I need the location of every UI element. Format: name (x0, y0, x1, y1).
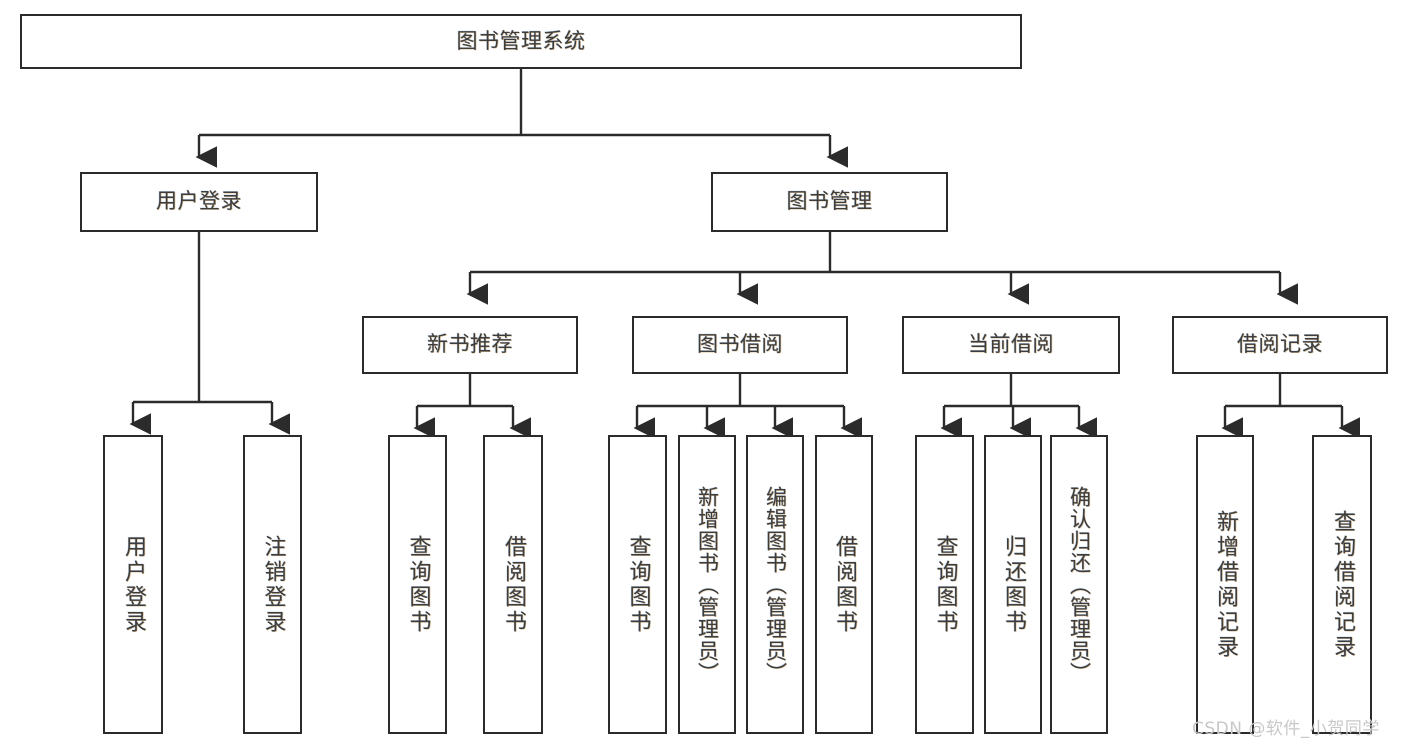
node-borrow-record[interactable]: 借阅记录 (1172, 316, 1388, 374)
node-leaf-add-book-label: 新增图书（管理员） (695, 485, 720, 684)
node-book-manage[interactable]: 图书管理 (711, 172, 948, 232)
node-leaf-query-book-rec-label: 查询图书 (405, 534, 431, 635)
node-leaf-edit-book[interactable]: 编辑图书（管理员） (746, 435, 804, 734)
node-leaf-return-book[interactable]: 归还图书 (984, 435, 1042, 734)
node-root-label: 图书管理系统 (456, 28, 586, 53)
node-book-manage-label: 图书管理 (786, 189, 873, 214)
node-leaf-user-login-label: 用户登录 (121, 534, 146, 635)
node-book-borrow[interactable]: 图书借阅 (632, 316, 848, 374)
node-leaf-borrow-book-bb-label: 借阅图书 (832, 534, 857, 635)
node-user-login[interactable]: 用户登录 (80, 172, 318, 232)
node-leaf-add-record-label: 新增借阅记录 (1213, 509, 1238, 660)
node-leaf-query-record[interactable]: 查询借阅记录 (1312, 435, 1372, 734)
node-leaf-user-login[interactable]: 用户登录 (103, 435, 163, 734)
node-leaf-return-book-label: 归还图书 (1001, 534, 1026, 635)
node-user-login-label: 用户登录 (156, 189, 242, 214)
node-leaf-query-book-cb-label: 查询图书 (932, 534, 958, 635)
node-leaf-confirm-return-label: 确认归还（管理员） (1067, 485, 1092, 684)
node-leaf-borrow-book-bb[interactable]: 借阅图书 (815, 435, 873, 734)
node-leaf-query-book-rec[interactable]: 查询图书 (388, 435, 447, 734)
node-leaf-add-record[interactable]: 新增借阅记录 (1196, 435, 1254, 734)
node-new-book-rec[interactable]: 新书推荐 (362, 316, 578, 374)
node-leaf-query-record-label: 查询借阅记录 (1330, 509, 1355, 660)
node-book-borrow-label: 图书借阅 (697, 332, 783, 357)
node-new-book-rec-label: 新书推荐 (427, 332, 513, 357)
node-leaf-logout-label: 注销登录 (260, 534, 286, 635)
watermark-text: CSDN @软件_小贺同学 (1192, 719, 1380, 739)
node-borrow-record-label: 借阅记录 (1237, 332, 1323, 357)
node-leaf-add-book[interactable]: 新增图书（管理员） (678, 435, 736, 734)
node-leaf-query-book-cb[interactable]: 查询图书 (915, 435, 974, 734)
node-leaf-borrow-book-rec-label: 借阅图书 (501, 534, 526, 635)
node-leaf-edit-book-label: 编辑图书（管理员） (763, 485, 788, 684)
node-current-borrow-label: 当前借阅 (968, 332, 1054, 357)
node-leaf-logout[interactable]: 注销登录 (243, 435, 302, 734)
node-leaf-query-book-bb[interactable]: 查询图书 (608, 435, 667, 734)
node-leaf-confirm-return[interactable]: 确认归还（管理员） (1050, 435, 1108, 734)
node-current-borrow[interactable]: 当前借阅 (902, 316, 1120, 374)
node-leaf-query-book-bb-label: 查询图书 (625, 534, 651, 635)
node-root[interactable]: 图书管理系统 (20, 14, 1022, 69)
node-leaf-borrow-book-rec[interactable]: 借阅图书 (483, 435, 543, 734)
